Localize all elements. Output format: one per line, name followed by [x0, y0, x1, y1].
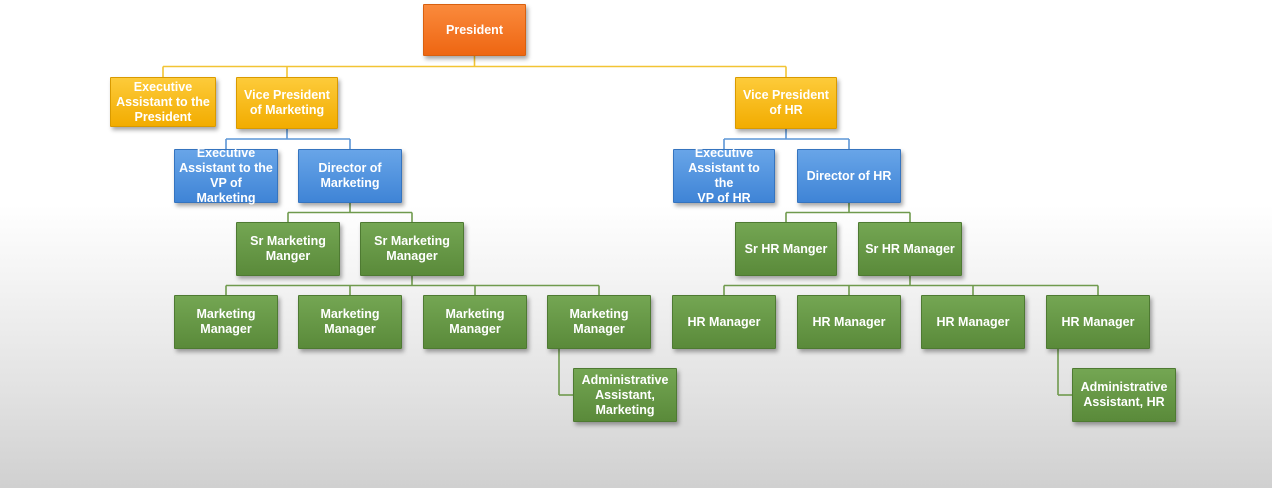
org-node-ea-president: Executive Assistant to the President	[110, 77, 216, 127]
org-node-hr-mgr-2: HR Manager	[797, 295, 901, 349]
org-node-ea-vp-hr: Executive Assistant to the VP of HR	[673, 146, 775, 205]
org-node-admin-mkt: Administrative Assistant, Marketing	[573, 368, 677, 422]
org-node-dir-marketing: Director of Marketing	[298, 149, 402, 203]
org-node-hr-mgr-3: HR Manager	[921, 295, 1025, 349]
org-node-mkt-mgr-2: Marketing Manager	[298, 295, 402, 349]
org-node-vp-hr: Vice President of HR	[735, 77, 837, 129]
org-node-sr-mkt-1: Sr Marketing Manger	[236, 222, 340, 276]
org-node-ea-vp-marketing: Executive Assistant to the VP of Marketi…	[174, 146, 278, 205]
org-node-president: President	[423, 4, 526, 56]
org-node-mkt-mgr-4: Marketing Manager	[547, 295, 651, 349]
org-node-sr-mkt-2: Sr Marketing Manager	[360, 222, 464, 276]
org-node-sr-hr-2: Sr HR Manager	[858, 222, 962, 276]
org-node-dir-hr: Director of HR	[797, 149, 901, 203]
org-node-vp-marketing: Vice President of Marketing	[236, 77, 338, 129]
org-node-mkt-mgr-1: Marketing Manager	[174, 295, 278, 349]
org-node-admin-hr: Administrative Assistant, HR	[1072, 368, 1176, 422]
org-node-hr-mgr-4: HR Manager	[1046, 295, 1150, 349]
org-node-sr-hr-1: Sr HR Manger	[735, 222, 837, 276]
org-node-mkt-mgr-3: Marketing Manager	[423, 295, 527, 349]
org-node-hr-mgr-1: HR Manager	[672, 295, 776, 349]
